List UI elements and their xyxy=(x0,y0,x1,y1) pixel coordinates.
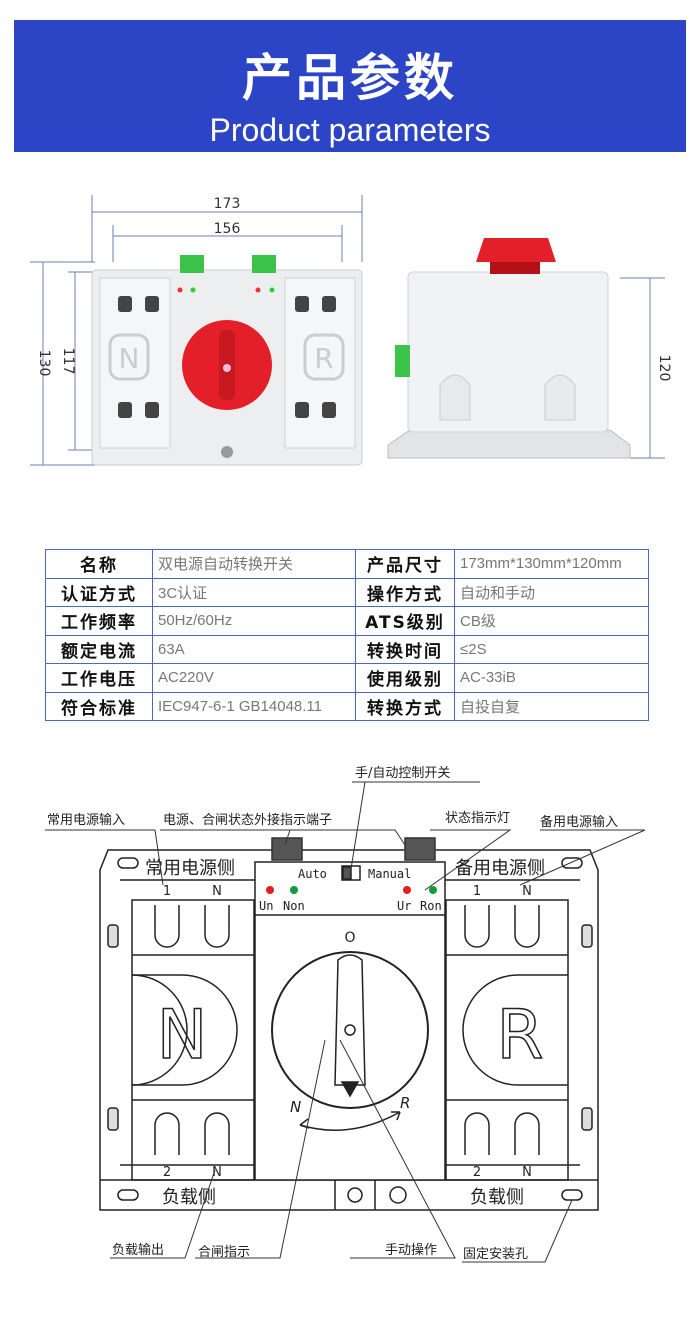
spec-key: 工作频率 xyxy=(45,606,153,636)
label-un: Un xyxy=(259,899,273,913)
label-auto: Auto xyxy=(298,867,327,881)
product-photos: 173 156 130 117 120 N R xyxy=(30,195,672,466)
spec-value: 自动和手动 xyxy=(454,577,649,607)
position-o: O xyxy=(344,930,355,946)
spec-key: 名称 xyxy=(45,549,153,579)
spec-key: 认证方式 xyxy=(45,577,153,607)
callout-terminal: 电源、合闸状态外接指示端子 xyxy=(163,812,332,828)
spec-value: 双电源自动转换开关 xyxy=(152,549,356,579)
terminal-1-left: 1 xyxy=(163,884,171,899)
title-cn: 产品参数 xyxy=(242,49,458,107)
header-banner: 产品参数 Product parameters xyxy=(14,20,686,152)
spec-value: 173mm*130mm*120mm xyxy=(454,549,649,579)
spec-value: AC220V xyxy=(152,663,356,693)
led-un xyxy=(266,886,274,894)
spec-value: AC-33iB xyxy=(454,663,649,693)
leader-lines xyxy=(45,781,646,1263)
label-ron: Ron xyxy=(420,899,442,913)
label-manual: Manual xyxy=(368,867,411,881)
spec-key: 符合标准 xyxy=(45,691,153,721)
callout-normal-input: 常用电源输入 xyxy=(47,812,125,828)
dim-130: 130 xyxy=(36,350,52,377)
terminal-1-right: 1 xyxy=(473,884,481,899)
spec-value: 50Hz/60Hz xyxy=(152,606,356,636)
terminal-2-right: 2 xyxy=(473,1165,481,1180)
position-r: R xyxy=(400,1094,410,1112)
terminal-n-left: N xyxy=(212,884,222,899)
callout-load-output: 负载输出 xyxy=(112,1242,164,1258)
dim-156: 156 xyxy=(214,221,241,237)
front-view-photo: N R xyxy=(91,255,363,466)
terminal-n-right: N xyxy=(522,884,532,899)
callout-manual-op: 手动操作 xyxy=(385,1242,437,1258)
spec-key: 使用级别 xyxy=(355,663,455,693)
led-non xyxy=(290,886,298,894)
callout-backup-input: 备用电源输入 xyxy=(540,814,618,830)
dim-120: 120 xyxy=(656,355,672,382)
side-view-photo xyxy=(387,238,631,459)
spec-value: ≤2S xyxy=(454,634,649,664)
label-normal-side: 常用电源侧 xyxy=(145,858,235,879)
callout-mount-hole: 固定安装孔 xyxy=(463,1247,528,1262)
title-en: Product parameters xyxy=(209,112,491,148)
panel-letter-n: N xyxy=(157,996,208,1075)
photo-letter-r: R xyxy=(314,342,333,375)
led-ron xyxy=(429,886,437,894)
terminal-n-bottom-right: N xyxy=(522,1165,532,1180)
label-non: Non xyxy=(283,899,305,913)
spec-value: 3C认证 xyxy=(152,577,356,607)
callout-switch: 手/自动控制开关 xyxy=(355,766,450,781)
dimension-lines xyxy=(30,195,665,466)
label-ur: Ur xyxy=(397,899,411,913)
panel-letter-r: R xyxy=(496,996,543,1075)
spec-key: 操作方式 xyxy=(355,577,455,607)
dim-117: 117 xyxy=(60,348,76,375)
label-load-side-left: 负载侧 xyxy=(162,1187,216,1208)
label-load-side-right: 负载侧 xyxy=(470,1187,524,1208)
dim-173: 173 xyxy=(214,196,241,212)
spec-value: IEC947-6-1 GB14048.11 xyxy=(152,691,356,721)
terminal-2-left: 2 xyxy=(163,1165,171,1180)
spec-key: 工作电压 xyxy=(45,663,153,693)
position-n: N xyxy=(290,1098,301,1116)
callout-closing-indicator: 合闸指示 xyxy=(198,1245,250,1260)
spec-key: 额定电流 xyxy=(45,634,153,664)
spec-value: CB级 xyxy=(454,606,649,636)
terminal-n-bottom-left: N xyxy=(212,1165,222,1180)
spec-value: 63A xyxy=(152,634,356,664)
spec-key: 转换时间 xyxy=(355,634,455,664)
spec-key: 转换方式 xyxy=(355,691,455,721)
photo-letter-n: N xyxy=(119,342,140,375)
spec-value: 自投自复 xyxy=(454,691,649,721)
spec-key: ATS级别 xyxy=(355,606,455,636)
label-backup-side: 备用电源侧 xyxy=(455,858,545,879)
spec-key: 产品尺寸 xyxy=(355,549,455,579)
callout-status-light: 状态指示灯 xyxy=(445,811,510,826)
led-ur xyxy=(403,886,411,894)
